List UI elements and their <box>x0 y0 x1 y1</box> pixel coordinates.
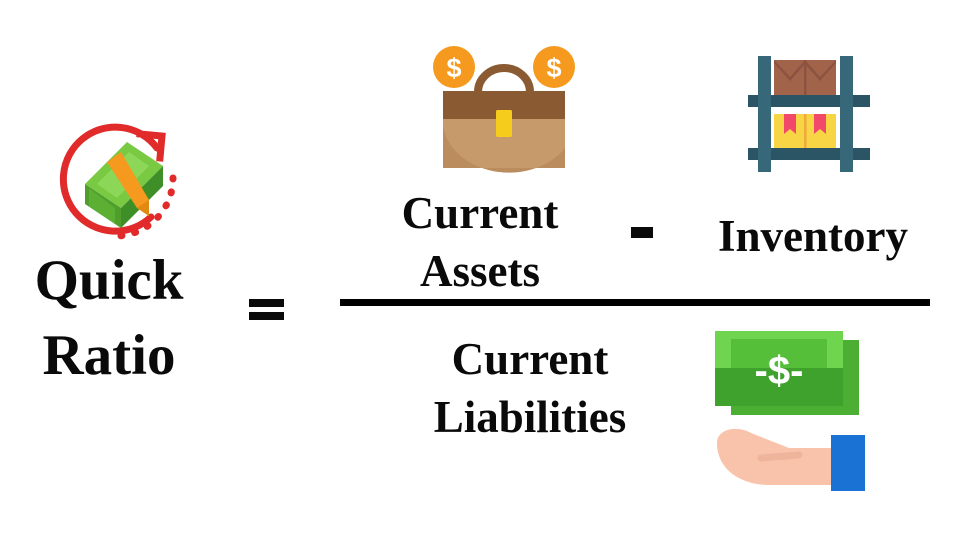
banknote-symbol: -$- <box>755 349 804 393</box>
minus-sign <box>631 227 653 238</box>
current-liabilities-line-1: Current <box>451 334 609 384</box>
current-assets-line-1: Current <box>401 188 559 238</box>
quick-ratio-line-1: Quick <box>34 249 184 312</box>
current-assets-line-2: Assets <box>420 246 540 296</box>
briefcase-with-coins-icon: $ $ <box>424 40 584 180</box>
current-assets-label: Current Assets <box>350 184 610 300</box>
cash-flow-icon <box>45 112 185 248</box>
current-liabilities-label: Current Liabilities <box>370 330 690 446</box>
page-title: Quick Ratio <box>0 243 218 393</box>
warehouse-shelf-icon <box>744 50 896 180</box>
money-in-hand-icon: -$- <box>703 325 893 495</box>
svg-text:$: $ <box>446 53 461 83</box>
quick-ratio-line-2: Ratio <box>42 324 176 387</box>
equals-sign <box>249 299 285 321</box>
svg-text:$: $ <box>546 53 561 83</box>
equals-bar-top <box>249 299 284 307</box>
inventory-label: Inventory <box>718 211 908 261</box>
fraction-bar <box>340 299 930 306</box>
equals-bar-bottom <box>249 312 284 320</box>
current-liabilities-line-2: Liabilities <box>433 392 627 442</box>
